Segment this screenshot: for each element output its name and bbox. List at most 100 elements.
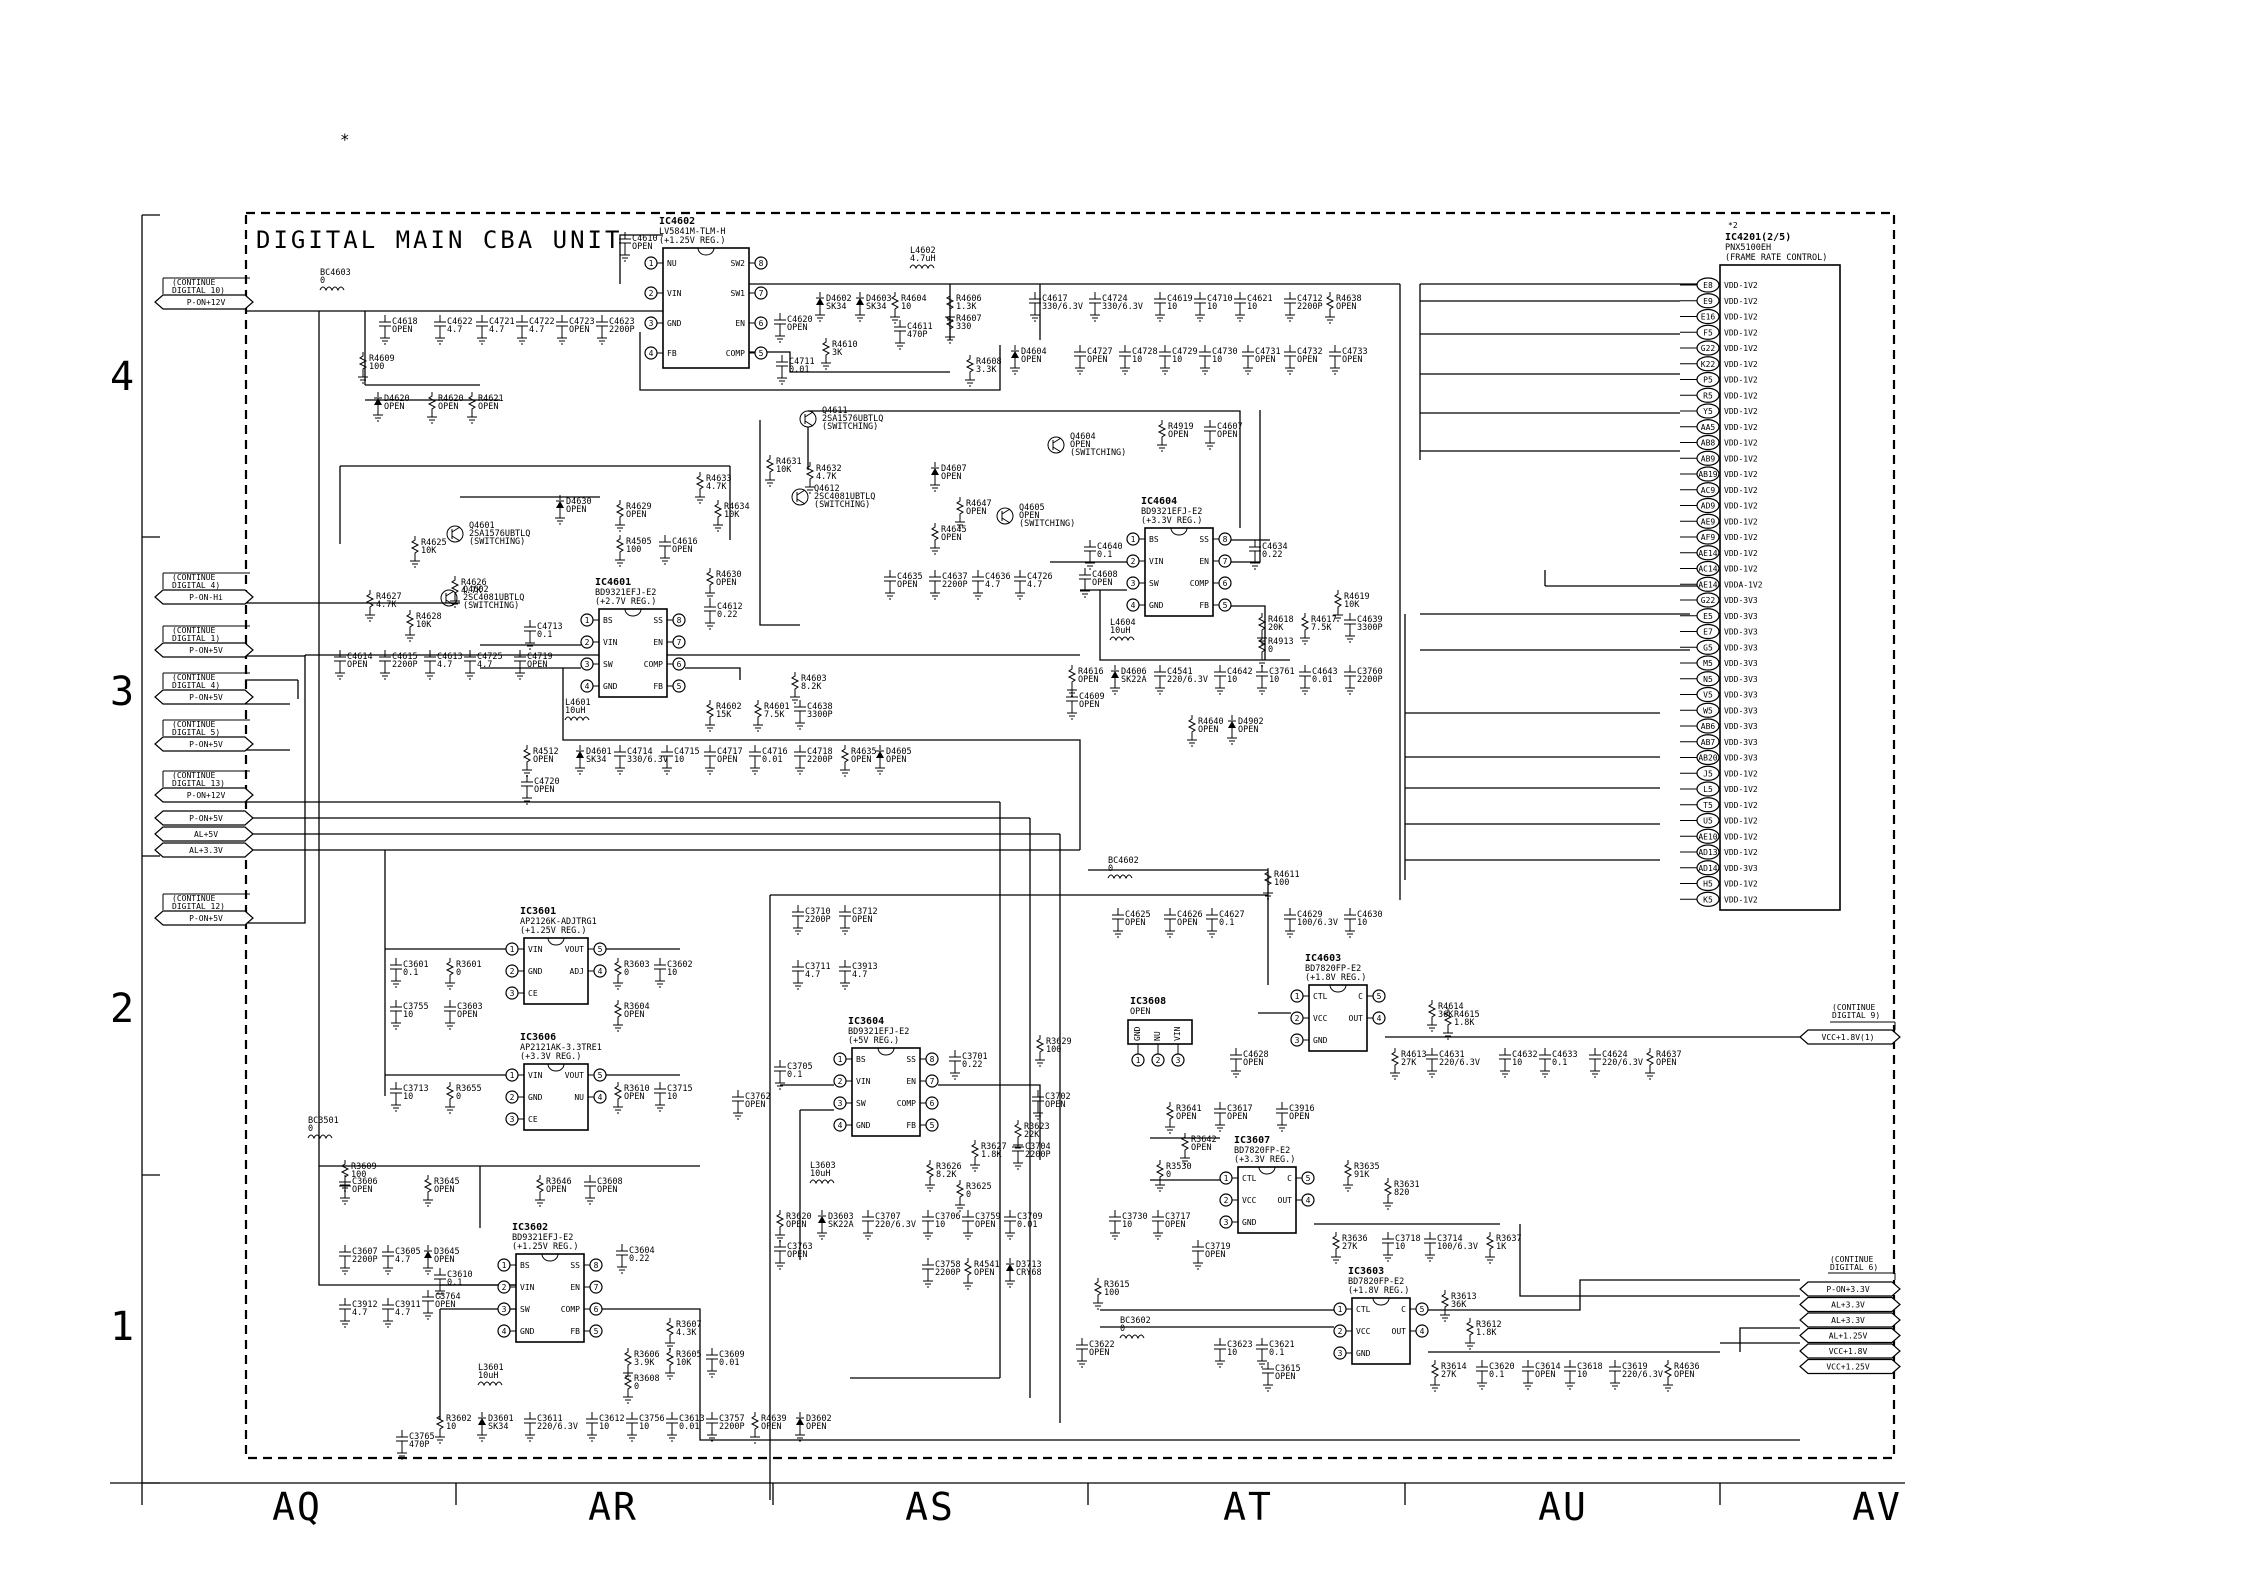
grid-row-label: 1 bbox=[110, 1304, 134, 1350]
component-ref: C3913 bbox=[852, 962, 878, 972]
component-ref: R4606 bbox=[956, 294, 982, 304]
component-ref: C4717 bbox=[717, 747, 743, 757]
ic-notch bbox=[1372, 1297, 1390, 1306]
component-ref: C4729 bbox=[1172, 347, 1198, 357]
pin-name: GND bbox=[528, 967, 543, 976]
wire-path bbox=[840, 745, 850, 765]
component-value: 0.22 bbox=[962, 1060, 982, 1070]
component-value: 2200P bbox=[807, 755, 833, 765]
component-value: OPEN bbox=[1021, 355, 1041, 365]
component-ref: R4636 bbox=[1674, 1362, 1700, 1372]
component-value: OPEN bbox=[1227, 1112, 1247, 1122]
ground-symbol bbox=[1333, 610, 1343, 622]
component-value: OPEN bbox=[1168, 430, 1188, 440]
ground-symbol bbox=[705, 618, 715, 630]
ground-symbol bbox=[840, 978, 850, 990]
component-note: (SWITCHING) bbox=[822, 422, 878, 432]
component-ref: C3711 bbox=[805, 962, 831, 972]
pin-circle bbox=[1415, 1324, 1429, 1338]
component-ref: C3912 bbox=[352, 1300, 378, 1310]
pin-circle bbox=[1131, 1053, 1145, 1067]
component-value: 0.1 bbox=[1097, 550, 1112, 560]
ground-symbol bbox=[963, 1278, 973, 1290]
ic-ref: IC3608 bbox=[1130, 996, 1166, 1007]
ground-symbol bbox=[1257, 1356, 1267, 1368]
pin-name: COMP bbox=[561, 1305, 580, 1314]
component-value: 27K bbox=[1441, 1370, 1457, 1380]
pin-circle bbox=[644, 286, 658, 300]
pin-name: VDD-3V3 bbox=[1724, 643, 1758, 652]
ground-symbol bbox=[750, 763, 760, 775]
wire-path bbox=[665, 1348, 675, 1368]
pin-name: BS bbox=[856, 1055, 866, 1064]
ic-ref: IC3603 bbox=[1348, 1266, 1384, 1277]
ic-note: (+3.3V REG.) bbox=[1141, 516, 1202, 526]
component-ref: C4723 bbox=[569, 317, 595, 327]
pin-number: AA5 bbox=[1701, 423, 1716, 432]
ground-symbol bbox=[965, 375, 975, 387]
pin-name: EN bbox=[1199, 557, 1209, 566]
pin-circle bbox=[754, 316, 768, 330]
wire-path bbox=[821, 338, 831, 358]
pin-number: 7 bbox=[759, 289, 764, 298]
component-value: 10 bbox=[1577, 1370, 1587, 1380]
pin-name: VDD-1V2 bbox=[1724, 517, 1758, 526]
ground-symbol bbox=[1427, 1020, 1437, 1032]
component-value: OPEN bbox=[787, 1250, 807, 1260]
component-ref: R3627 bbox=[981, 1142, 1007, 1152]
ic-part: BD9321EFJ-E2 bbox=[512, 1233, 573, 1243]
pin-number: 2 bbox=[1224, 1196, 1229, 1205]
component-ref: R3642 bbox=[1191, 1135, 1217, 1145]
component-ref: C4727 bbox=[1087, 347, 1113, 357]
pin-circle bbox=[497, 1258, 511, 1272]
continue-bracket bbox=[162, 770, 250, 787]
pin-name: SW bbox=[856, 1099, 866, 1108]
component-value: OPEN bbox=[438, 402, 458, 412]
continue-label: (CONTINUE bbox=[172, 673, 216, 682]
wire-path bbox=[1427, 1000, 1437, 1020]
ground-symbol bbox=[1645, 1068, 1655, 1080]
signal-name: P-ON+5V bbox=[189, 646, 223, 655]
ground-symbol bbox=[522, 793, 532, 805]
pin-name: FB bbox=[1199, 601, 1209, 610]
ground-symbol bbox=[425, 668, 435, 680]
component-value: 10 bbox=[1132, 355, 1142, 365]
pin-circle bbox=[1218, 532, 1232, 546]
ground-symbol bbox=[340, 1263, 350, 1275]
wire-segment bbox=[804, 420, 814, 427]
pin-number: E9 bbox=[1703, 297, 1713, 306]
component-ref: R3606 bbox=[634, 1350, 660, 1360]
ground-symbol bbox=[1485, 1252, 1495, 1264]
ground-symbol bbox=[450, 596, 460, 608]
component-value: 10uH bbox=[478, 1371, 498, 1381]
component-value: 20K bbox=[1268, 623, 1284, 633]
continue-sheet: DIGITAL 1) bbox=[172, 634, 220, 643]
ground-symbol bbox=[1010, 363, 1020, 375]
ic-body bbox=[1144, 527, 1214, 617]
ground-symbol bbox=[777, 373, 787, 385]
component-value: OPEN bbox=[434, 1255, 454, 1265]
component-value: 7.5K bbox=[764, 710, 785, 720]
component-ref: R3603 bbox=[624, 960, 650, 970]
component-ref: D4604 bbox=[1021, 347, 1047, 357]
ground-symbol bbox=[1155, 683, 1165, 695]
ic-body bbox=[662, 247, 750, 369]
component-value: 0 bbox=[1268, 645, 1273, 655]
ground-symbol bbox=[515, 668, 525, 680]
ic-part: BD9321EFJ-E2 bbox=[1141, 507, 1202, 517]
wire-path bbox=[1067, 665, 1077, 685]
